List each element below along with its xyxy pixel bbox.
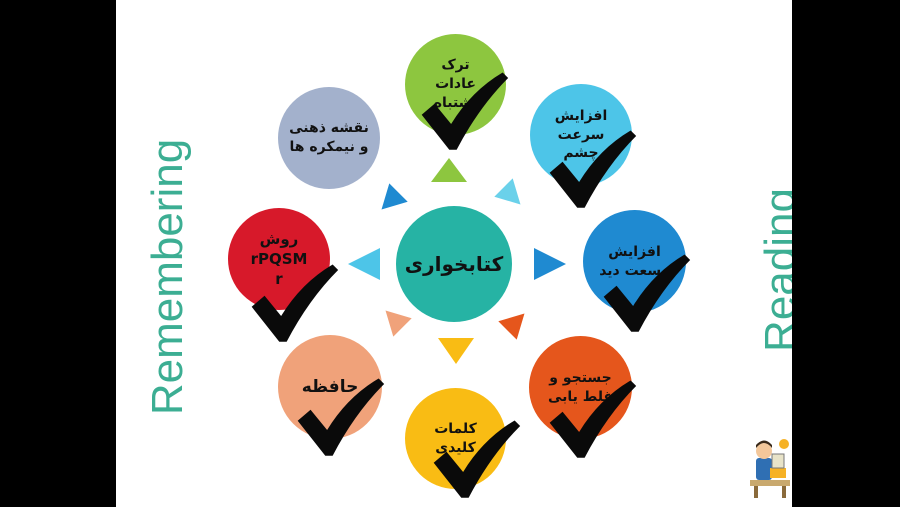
arrow-up-icon	[431, 158, 467, 182]
node-left-label: روش rPQSM r	[250, 229, 308, 289]
node-top-left: نقشه ذهنی و نیمکره ها	[278, 87, 380, 189]
node-right-label: افزایش وسعت دید	[599, 243, 670, 279]
arrow-down-right-icon	[498, 304, 534, 340]
node-bottom: کلمات کلیدی	[405, 388, 506, 489]
arrow-down-icon	[438, 338, 474, 364]
arrow-down-left-icon	[376, 301, 412, 337]
node-top-right-label: افزایش سرعت چشم	[554, 107, 608, 162]
node-top-right: افزایش سرعت چشم	[530, 84, 632, 186]
node-bottom-right-label: جستجو و غلط یابی	[547, 369, 614, 405]
arrow-left-icon	[348, 248, 380, 280]
node-bottom-right: جستجو و غلط یابی	[529, 336, 632, 439]
center-circle: کتابخواری	[396, 206, 512, 322]
node-bottom-left: حافظه	[278, 335, 382, 439]
arrow-up-left-icon	[372, 183, 408, 219]
node-bottom-label: کلمات کلیدی	[434, 420, 477, 456]
center-label: کتابخواری	[404, 251, 504, 276]
node-left: روش rPQSM r	[228, 208, 330, 310]
node-right: افزایش وسعت دید	[583, 210, 686, 313]
reading-label: Reading	[756, 188, 792, 352]
remembering-label: Remembering	[143, 138, 192, 416]
node-top-label: ترک عادات اشتباه	[433, 57, 478, 111]
reader-character-icon	[750, 439, 790, 498]
arrow-up-right-icon	[494, 178, 530, 214]
node-top-left-label: نقشه ذهنی و نیمکره ها	[289, 120, 369, 155]
node-top: ترک عادات اشتباه	[405, 34, 506, 135]
arrow-right-icon	[534, 248, 566, 280]
slide: Remembering Reading کتابخواری ترک عادات …	[116, 0, 792, 507]
node-bottom-left-label: حافظه	[301, 376, 359, 397]
